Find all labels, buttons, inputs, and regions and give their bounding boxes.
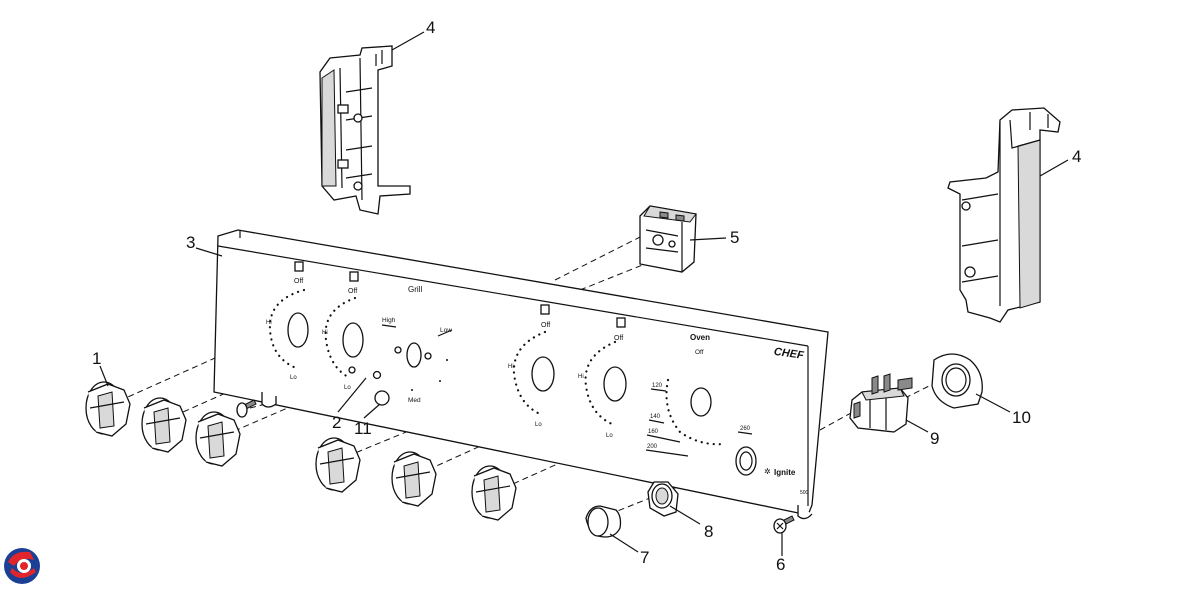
callout-6: 6 [776,555,785,574]
brand-logo-icon [4,548,40,584]
high-label: High [382,317,396,324]
callout-4-left: 4 [426,18,435,37]
off-label-1: Off [294,278,303,285]
hi-label-2: Hi [322,330,328,336]
hi-label-3: Hi [508,364,514,370]
callout-9: 9 [930,429,939,448]
callout-8: 8 [704,522,713,541]
model-number: 500 [800,490,809,496]
off-label-2: Off [348,288,357,295]
knob-6 [471,465,517,521]
side-bracket-right [947,107,1061,323]
ignite-symbol: ✲ [764,467,771,476]
oven-thermostat [639,205,697,273]
control-panel-fascia: Off Hi Lo Off Hi Lo Grill High Low Med O… [213,229,829,520]
temp-160: 160 [648,429,659,435]
callout-1: 1 [92,349,101,368]
off-label-4: Off [614,335,623,342]
brand-logo-text: CHEF [773,346,805,362]
callout-5: 5 [730,228,739,247]
callout-3: 3 [186,233,195,252]
knob-3 [195,411,241,467]
screw-left [236,399,257,418]
lo-label-2: Lo [344,385,351,391]
ignite-bezel [647,481,679,517]
hi-label-4: Hi [578,374,584,380]
lo-label-1: Lo [290,375,297,381]
med-label: Med [408,397,421,404]
oven-label: Oven [690,333,710,342]
knob-5 [391,451,437,507]
ignite-label: Ignite [774,468,796,477]
low-label: Low [440,327,452,334]
side-bracket-left [319,45,411,215]
screw-2 [348,366,382,380]
screw-6 [773,515,795,534]
off-label-3: Off [541,322,550,329]
oven-off-label: Off [695,349,704,356]
callout-numbers: 1 2 3 4 4 5 6 7 8 9 10 11 [92,18,1081,574]
lo-label-4: Lo [606,433,613,439]
grill-label: Grill [408,285,422,294]
knob-2 [141,397,187,453]
control-knobs [85,381,517,521]
callout-10: 10 [1012,408,1031,427]
indicator-lens-11 [374,390,390,406]
hi-label-1: Hi [266,320,272,326]
callout-2: 2 [332,413,341,432]
ignition-seal [931,353,983,409]
callout-4-right: 4 [1072,147,1081,166]
ignition-switch [849,373,913,433]
lo-label-3: Lo [535,422,542,428]
temp-140: 140 [650,414,661,420]
knob-1 [85,381,131,437]
temp-120: 120 [652,383,663,389]
callout-7: 7 [640,548,649,567]
callout-11: 11 [354,419,372,438]
ignite-push-button [585,505,622,538]
temp-260: 260 [740,426,751,432]
temp-200: 200 [647,444,658,450]
knob-4 [315,437,361,493]
leader-lines [99,31,1069,556]
